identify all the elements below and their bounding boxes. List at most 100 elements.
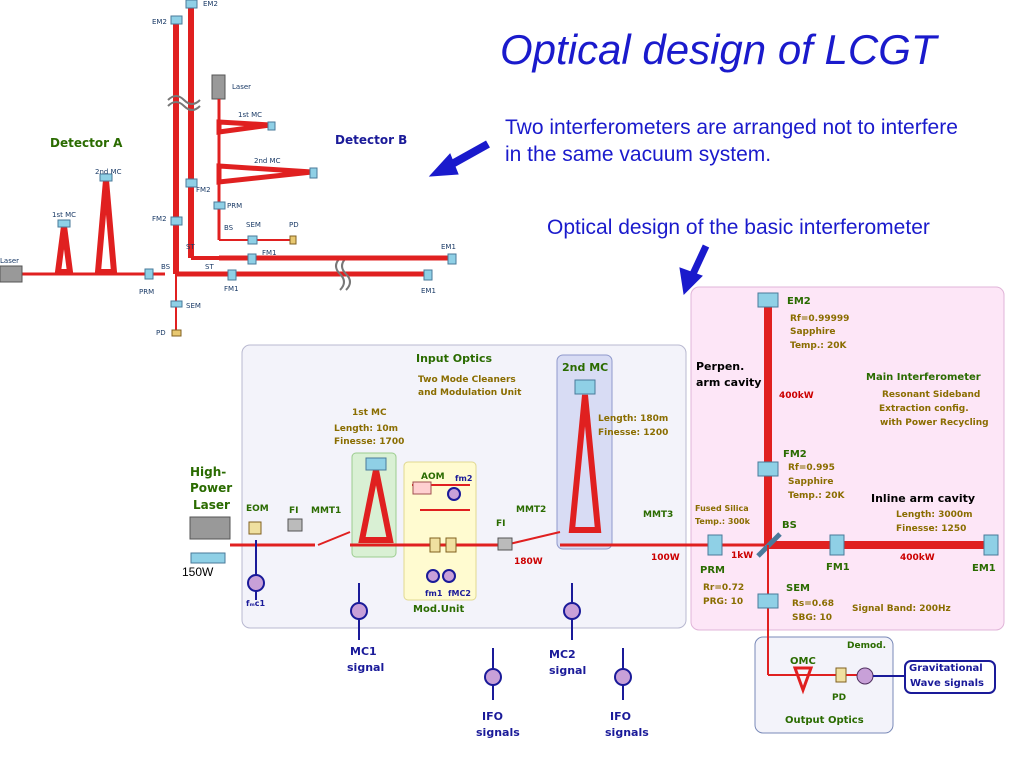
top-prm-b-label: PRM [227,202,243,210]
fm2-mod-label: fm2 [455,474,473,483]
fi2-label: FI [496,519,506,529]
main-line2: Extraction config. [879,404,969,414]
em2-temp: Temp.: 20K [790,341,847,351]
top-sem-b-label: SEM [246,221,261,229]
mc1-title: 1st MC [352,408,387,418]
top-bs-b-label: BS [224,224,234,232]
fm2-rf: Rf=0.995 [788,463,835,473]
fused-silica-line1: Fused Silica [695,504,749,513]
top-mc1-b-label: 1st MC [238,111,262,119]
power-180w: 180W [514,557,543,567]
laser-line1: High- [190,465,227,479]
basic-caption: Optical design of the basic interferomet… [547,216,930,239]
laser-power: 150W [182,565,214,579]
perpen-line2: arm cavity [696,376,762,389]
mc1-finesse: Finesse: 1700 [334,437,405,447]
top-prm-a-label: PRM [139,288,155,296]
inline-finesse: Finesse: 1250 [896,524,967,534]
top-pd-b-label: PD [289,221,299,229]
mmt1-label: MMT1 [311,506,342,516]
top-mc2-a-label: 2nd MC [95,168,122,176]
em2-label: EM2 [787,296,811,307]
top-sem-a-label: SEM [186,302,201,310]
aom-label: AOM [421,472,445,482]
power-100w: 100W [651,553,680,563]
mc2-length: Length: 180m [598,414,669,424]
ifo-signals-1-line2: signals [476,726,520,739]
top-pd-a-label: PD [156,329,166,337]
inline-arm-title: Inline arm cavity [871,492,976,505]
top-fm1-b-label: FM1 [262,249,277,257]
em2-material: Sapphire [790,327,836,337]
sem-rs: Rs=0.68 [792,599,835,609]
fm2-temp: Temp.: 20K [788,491,845,501]
mc1-signal-line2: signal [347,661,385,674]
mc2-finesse: Finesse: 1200 [598,428,669,438]
mc1-length: Length: 10m [334,424,399,434]
gw-signals-line1: Gravitational [909,663,983,674]
fm1-label: FM1 [826,562,850,573]
power-400kw-horizontal: 400kW [900,553,935,563]
top-fm2-a-label: FM2 [152,215,167,223]
fm2-label: FM2 [783,449,807,460]
pd-label: PD [832,693,847,703]
top-em1-a-label: EM1 [421,287,436,295]
mmt3-label: MMT3 [643,510,674,520]
mod-unit-label: Mod.Unit [413,604,465,615]
top-mc2-b-label: 2nd MC [254,157,281,165]
input-optics-line1: Two Mode Cleaners [418,375,516,385]
prm-rr: Rr=0.72 [703,583,745,593]
sem-sbg: SBG: 10 [792,613,832,623]
prm-label: PRM [700,565,725,576]
top-laser-a-label: Laser [0,257,20,265]
em2-rf: Rf=0.99999 [790,314,850,324]
sem-label: SEM [786,583,810,594]
top-fm1-a-label: FM1 [224,285,239,293]
ifo-signals-2-line1: IFO [610,710,631,723]
main-line1: Resonant Sideband [882,390,981,400]
mc2-signal-line2: signal [549,664,587,677]
inline-length: Length: 3000m [896,510,973,520]
power-400kw-vertical: 400kW [779,391,814,401]
top-st-upper-label: ST [186,243,195,251]
pointer-arrow-detector-b [428,140,490,177]
laser-line3: Laser [193,498,230,512]
gw-signals-line2: Wave signals [910,678,984,689]
fm2-material: Sapphire [788,477,834,487]
mc2-title: 2nd MC [562,361,609,374]
top-em1-b-label: EM1 [441,243,456,251]
main-interferometer-title: Main Interferometer [866,372,981,383]
detector-a-label: Detector A [50,136,123,150]
top-em2-label: EM2 [203,0,218,8]
top-laser-b-label: Laser [232,83,252,91]
ifo-signals-1-line1: IFO [482,710,503,723]
fm1-mod-label: fm1 [425,589,443,598]
laser-line2: Power [190,481,233,495]
top-bs-a-label: BS [161,263,171,271]
detector-b-label: Detector B [335,133,408,147]
demod-label: Demod. [847,641,886,651]
prm-prg: PRG: 10 [703,597,744,607]
input-optics-title: Input Optics [416,352,493,365]
description-text: Two interferometers are arranged not to … [505,116,958,166]
top-layout-diagram [0,0,457,337]
ifo-signals-2-line2: signals [605,726,649,739]
output-optics-title: Output Optics [785,715,864,726]
eom-label: EOM [246,504,269,514]
bs-label: BS [782,520,797,531]
mmt2-label: MMT2 [516,505,547,515]
fmc2-label: fMC2 [448,589,471,598]
mc1-signal-line1: MC1 [350,645,377,658]
top-fm2-b-label: FM2 [196,186,211,194]
top-st-lower-label: ST [205,263,214,271]
em1-label: EM1 [972,563,996,574]
fi1-label: FI [289,506,299,516]
perpen-line1: Perpen. [696,360,745,373]
pointer-arrow-basic [679,244,710,296]
fused-silica-line2: Temp.: 300k [695,517,750,526]
omc-label: OMC [790,656,816,667]
mc2-signal-line1: MC2 [549,648,576,661]
output-optics-panel [754,636,894,734]
signal-band: Signal Band: 200Hz [852,604,951,614]
